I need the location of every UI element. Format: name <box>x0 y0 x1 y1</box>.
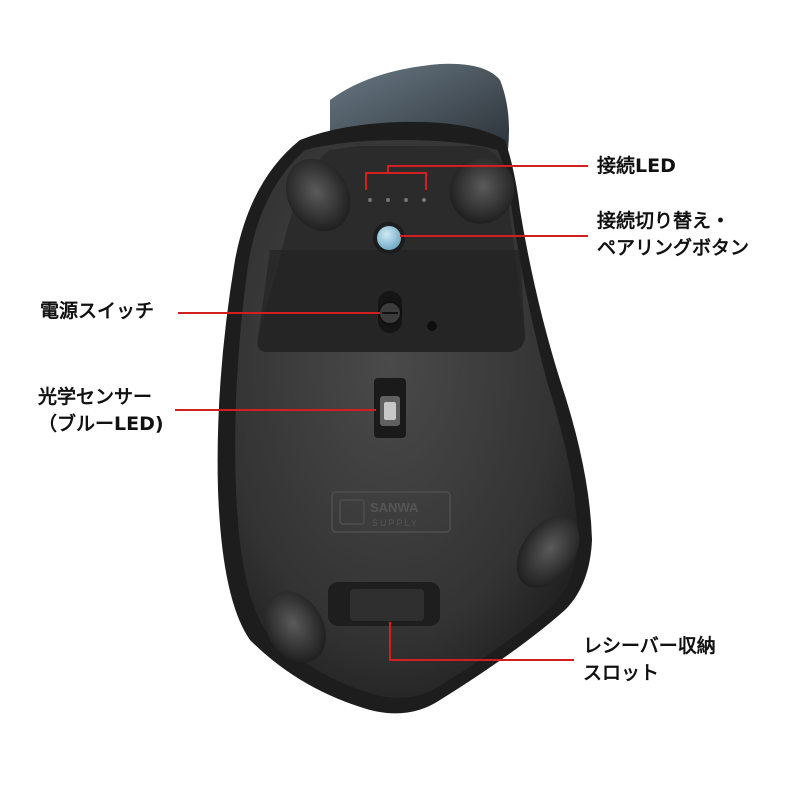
callout-optical-sensor: 光学センサー （ブルーLED) <box>38 384 164 438</box>
foot-pad-bottom-left <box>264 591 326 663</box>
callout-sensor-line1: 光学センサー <box>38 386 153 408</box>
sanwa-logo-emboss <box>331 491 451 533</box>
callout-receiver-slot: レシーバー収納 スロット <box>583 633 716 687</box>
callout-slot-line2: スロット <box>583 662 660 684</box>
callout-pairing-line2: ペアリングボタン <box>597 237 750 259</box>
callout-slot-line1: レシーバー収納 <box>583 635 716 657</box>
slot-callout-line <box>389 622 574 661</box>
callout-power-switch: 電源スイッチ <box>40 298 154 325</box>
callout-connection-led-text: 接続LED <box>597 155 676 177</box>
logo-text-line2: SUPPLY <box>372 518 419 528</box>
callout-connection-led: 接続LED <box>597 153 676 180</box>
power-indicator <box>427 321 437 331</box>
foot-pad-bottom-right <box>516 515 580 589</box>
callout-pairing-line1: 接続切り替え・ <box>597 210 731 232</box>
receiver-slot <box>350 589 424 621</box>
led-callout-line <box>387 165 588 173</box>
callout-pairing-button: 接続切り替え・ ペアリングボタン <box>597 208 749 262</box>
callout-sensor-line2: （ブルーLED) <box>38 413 164 435</box>
pairing-button <box>377 226 401 250</box>
foot-pad-top-left <box>285 158 351 232</box>
logo-text-line1: SANWA <box>370 500 419 515</box>
led-bracket <box>365 172 427 190</box>
callout-power-switch-text: 電源スイッチ <box>40 300 155 322</box>
connection-led-group <box>368 198 426 202</box>
foot-pad-top-right <box>449 156 515 224</box>
callout-lines <box>175 165 588 661</box>
